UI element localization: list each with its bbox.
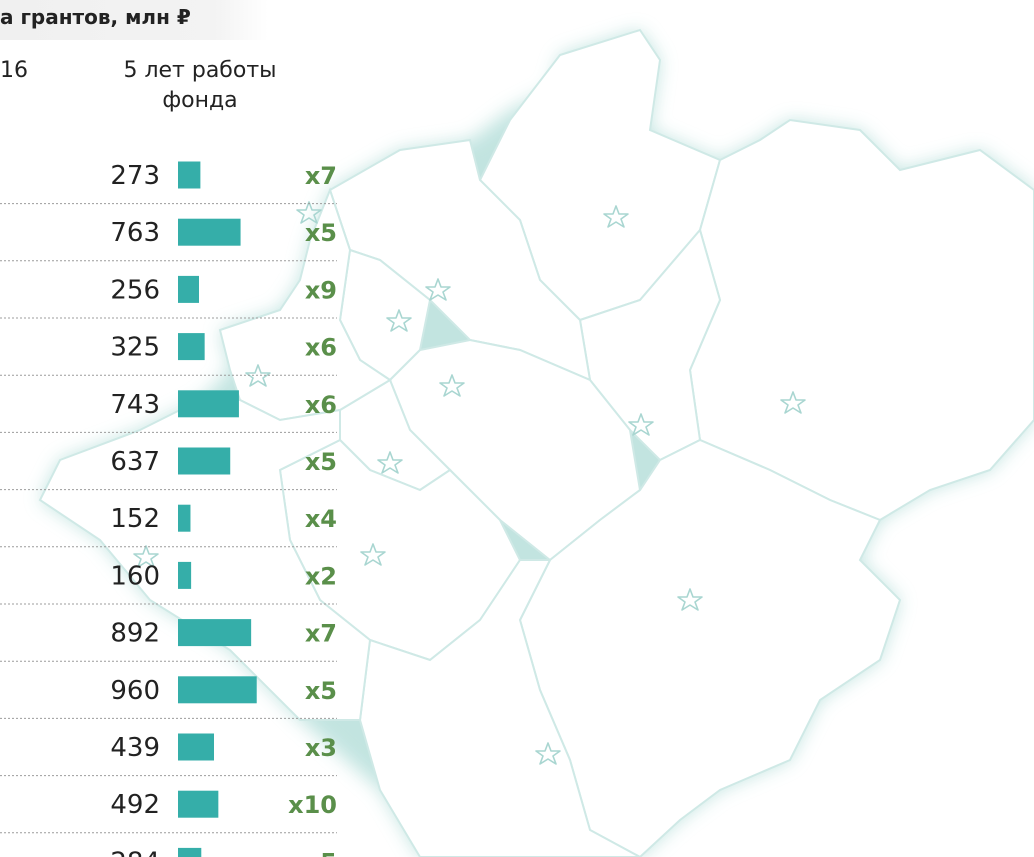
- star-icon: [439, 374, 465, 397]
- column-header-year: 16: [0, 58, 28, 83]
- multiplier-label: x5: [305, 448, 337, 476]
- bar: [178, 561, 192, 589]
- map-stars: [133, 201, 806, 765]
- multiplier-label: x4: [305, 505, 337, 533]
- star-icon: [245, 364, 271, 387]
- chart-title: а грантов, млн ₽: [0, 5, 191, 29]
- star-icon: [535, 742, 561, 765]
- bar: [178, 676, 257, 704]
- multiplier-label: x5: [305, 677, 337, 705]
- multiplier-label: x10: [288, 791, 337, 819]
- bar: [178, 733, 214, 761]
- value-label: 763: [110, 218, 160, 248]
- star-icon: [360, 543, 386, 566]
- star-icon: [377, 451, 403, 474]
- multiplier-label: x6: [305, 391, 337, 419]
- multiplier-label: x6: [305, 334, 337, 362]
- bar: [178, 333, 205, 361]
- multiplier-label: x2: [305, 562, 337, 590]
- title-bar: а грантов, млн ₽: [0, 0, 268, 40]
- bar: [178, 847, 202, 857]
- bar: [178, 619, 252, 647]
- multiplier-label: x3: [305, 734, 337, 762]
- map-regions: [38, 28, 1034, 857]
- value-label: 152: [110, 504, 160, 534]
- value-label: 256: [110, 275, 160, 305]
- multiplier-label: x9: [305, 276, 337, 304]
- star-icon: [780, 391, 806, 414]
- value-label: 325: [110, 333, 160, 363]
- multiplier-label: x7: [305, 162, 337, 190]
- star-icon: [133, 545, 159, 568]
- multiplier-label: x5: [305, 219, 337, 247]
- star-icon: [603, 205, 629, 228]
- value-label: 892: [110, 619, 160, 649]
- column-header-line-2: фонда: [162, 88, 238, 113]
- star-icon: [425, 278, 451, 301]
- value-label: 960: [110, 676, 160, 706]
- bar: [178, 447, 231, 475]
- multiplier-label: x7: [305, 620, 337, 648]
- value-label: 273: [110, 161, 160, 191]
- star-icon: [386, 309, 412, 332]
- value-label: 492: [110, 790, 160, 820]
- star-icon: [677, 588, 703, 611]
- bar: [178, 275, 199, 303]
- value-label: 637: [110, 447, 160, 477]
- multiplier-label: x5: [305, 848, 337, 857]
- value-label: 743: [110, 390, 160, 420]
- bar: [178, 390, 239, 418]
- bar: [178, 218, 241, 246]
- star-icon: [296, 201, 322, 224]
- map-region-10: [358, 559, 641, 857]
- star-icon: [628, 413, 654, 436]
- bar: [178, 161, 201, 189]
- column-header-line-1: 5 лет работы: [123, 58, 277, 83]
- value-label: 439: [110, 733, 160, 763]
- bar: [178, 790, 219, 818]
- value-label: 160: [110, 561, 160, 591]
- value-label: 284: [110, 847, 160, 857]
- column-header-five-years: 5 лет работы фонда: [100, 56, 300, 116]
- bar: [178, 504, 191, 532]
